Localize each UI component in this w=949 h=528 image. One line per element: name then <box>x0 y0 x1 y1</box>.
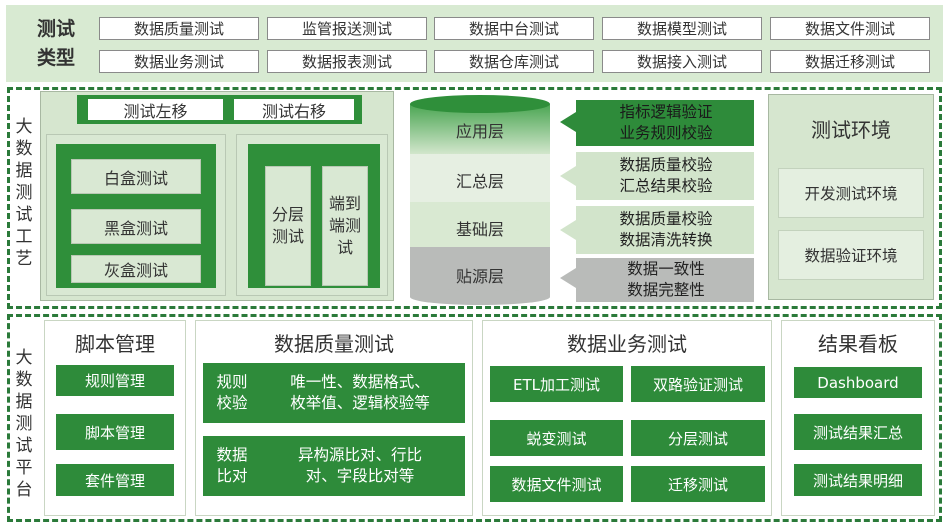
data-compare-label: 数据比对 <box>216 446 248 485</box>
test-type-item: 数据中台测试 <box>434 17 594 40</box>
layered-test-button[interactable]: 分层测试 <box>631 420 765 456</box>
suite-management-button[interactable]: 套件管理 <box>56 464 174 496</box>
test-type-item: 数据迁移测试 <box>770 50 930 73</box>
black-box-test: 黑盒测试 <box>71 209 201 244</box>
data-validation-env: 数据验证环境 <box>778 230 924 280</box>
process-label: 大 数 据 测 试 工 艺 <box>15 117 33 269</box>
process-region <box>7 87 942 309</box>
callout-summary-text: 数据质量校验汇总结果校验 <box>619 156 713 195</box>
layered-test: 分层测试 <box>265 166 311 286</box>
rule-check-text: 唯一性、数据格式、枚举值、逻辑校验等 <box>290 373 430 412</box>
cylinder-top <box>410 95 550 113</box>
test-type-item: 数据报表测试 <box>267 50 427 73</box>
test-type-item: 数据接入测试 <box>602 50 762 73</box>
metamorphic-test-button[interactable]: 蜕变测试 <box>490 420 623 456</box>
script-management-button[interactable]: 脚本管理 <box>56 414 174 450</box>
dev-test-env: 开发测试环境 <box>778 168 924 218</box>
migration-test-button[interactable]: 迁移测试 <box>631 466 765 502</box>
dual-path-test-button[interactable]: 双路验证测试 <box>631 366 765 402</box>
test-types-title-line2: 类型 <box>36 47 75 69</box>
callout-source-text: 数据一致性数据完整性 <box>627 260 705 299</box>
test-type-item: 数据模型测试 <box>602 17 762 40</box>
data-business-title: 数据业务测试 <box>567 331 687 356</box>
test-type-item: 数据业务测试 <box>99 50 259 73</box>
layer-source <box>410 247 550 297</box>
data-layers-cylinder <box>410 95 550 305</box>
shift-left-label: 测试左移 <box>88 99 223 121</box>
rule-check-label: 规则校验 <box>216 373 248 412</box>
rule-management-button[interactable]: 规则管理 <box>56 365 174 396</box>
data-file-test-button[interactable]: 数据文件测试 <box>490 466 623 502</box>
callout-base <box>560 206 754 254</box>
test-types-title: 测试 类型 <box>30 14 82 74</box>
data-compare-block[interactable] <box>203 436 465 496</box>
callout-summary <box>560 152 754 200</box>
etl-test-button[interactable]: ETL加工测试 <box>490 366 623 402</box>
result-detail-button[interactable]: 测试结果明细 <box>794 464 922 496</box>
test-type-item: 监管报送测试 <box>267 17 427 40</box>
script-management-title: 脚本管理 <box>75 331 155 356</box>
layer-base <box>410 197 550 247</box>
test-env-title: 测试环境 <box>811 117 891 142</box>
data-quality-title: 数据质量测试 <box>274 331 394 356</box>
shift-right-label: 测试右移 <box>234 99 354 121</box>
callout-application-text: 指标逻辑验证业务规则校验 <box>619 103 713 142</box>
rule-check-block[interactable] <box>203 363 465 423</box>
layer-source-label: 贴源层 <box>455 267 504 286</box>
result-summary-button[interactable]: 测试结果汇总 <box>794 414 922 450</box>
end-to-end-test: 端到端测试 <box>322 166 368 286</box>
test-types-title-line1: 测试 <box>36 18 75 40</box>
platform-label: 大 数 据 测 试 平 台 <box>15 348 33 500</box>
layer-application-label: 应用层 <box>455 122 504 141</box>
white-box-test: 白盒测试 <box>71 159 201 194</box>
data-compare-text: 异构源比对、行比对、字段比对等 <box>297 446 422 485</box>
layer-summary <box>410 154 550 202</box>
callout-base-text: 数据质量校验数据清洗转换 <box>619 210 713 249</box>
test-type-item: 数据仓库测试 <box>434 50 594 73</box>
dashboard-button[interactable]: Dashboard <box>794 367 922 398</box>
callout-source <box>560 258 754 302</box>
layer-callouts <box>560 100 754 302</box>
test-type-item: 数据质量测试 <box>99 17 259 40</box>
gray-box-test: 灰盒测试 <box>71 255 201 283</box>
callout-application <box>560 100 754 146</box>
test-type-item: 数据文件测试 <box>770 17 930 40</box>
platform-region <box>7 314 942 522</box>
result-dashboard-title: 结果看板 <box>818 331 898 356</box>
layer-summary-label: 汇总层 <box>455 172 504 191</box>
layer-base-label: 基础层 <box>455 220 504 239</box>
